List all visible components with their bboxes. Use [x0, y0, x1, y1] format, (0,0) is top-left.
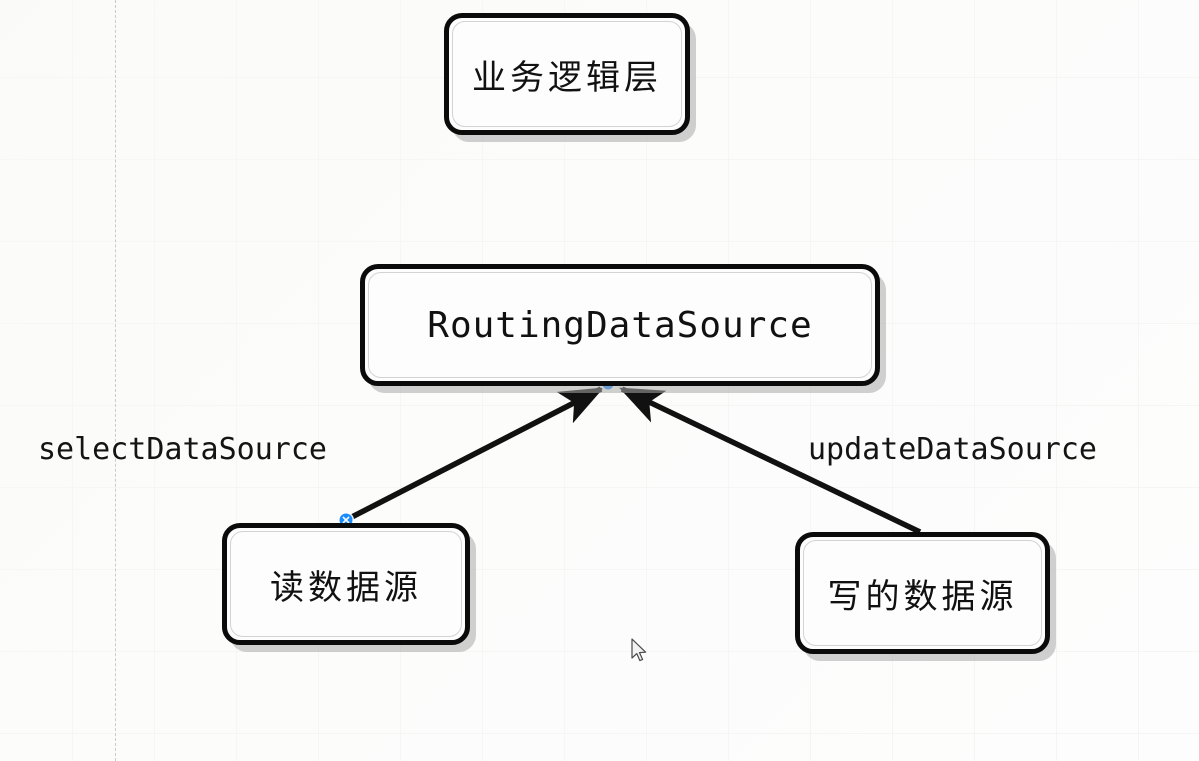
node-write-datasource[interactable]: 写的数据源	[795, 532, 1050, 654]
edge-label-update-datasource[interactable]: updateDataSource	[808, 432, 1097, 467]
vertical-guide-line	[115, 0, 116, 761]
edge-select-datasource[interactable]	[344, 386, 604, 523]
node-business-layer-label: 业务逻辑层	[472, 57, 662, 98]
node-business-layer[interactable]: 业务逻辑层	[444, 13, 690, 135]
mouse-cursor-arrow-icon	[631, 638, 647, 662]
node-routing-datasource[interactable]: RoutingDataSource	[360, 264, 880, 386]
node-read-datasource-label: 读数据源	[270, 567, 422, 608]
node-read-datasource[interactable]: 读数据源	[222, 523, 470, 645]
node-write-datasource-label: 写的数据源	[827, 576, 1018, 617]
edge-label-select-datasource[interactable]: selectDataSource	[38, 432, 327, 467]
node-routing-datasource-label: RoutingDataSource	[427, 304, 813, 346]
